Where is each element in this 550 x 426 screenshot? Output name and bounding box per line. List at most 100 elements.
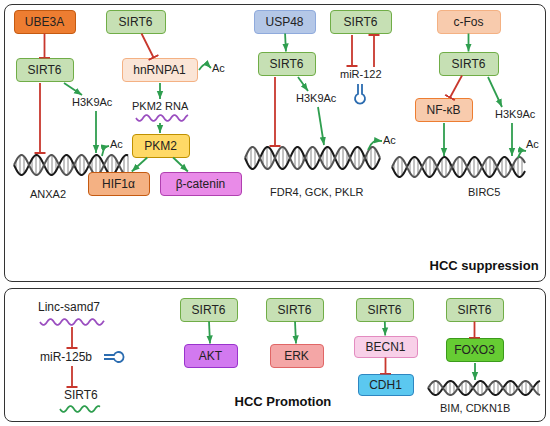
rna-strand xyxy=(136,115,188,121)
annotation-label: Ac xyxy=(110,138,123,150)
node-label: SIRT6 xyxy=(119,15,153,29)
dna-rung xyxy=(430,157,431,177)
dna-rung xyxy=(52,155,53,175)
dna-rung xyxy=(287,152,288,165)
dna-rung xyxy=(64,156,65,173)
annotation-label: PKM2 RNA xyxy=(132,100,188,112)
node-label: SIRT6 xyxy=(368,303,402,317)
dna-strand xyxy=(245,147,380,169)
inhibition-line xyxy=(71,366,73,387)
node-label: SIRT6 xyxy=(278,303,312,317)
dna-rung xyxy=(315,148,316,167)
dna-rung xyxy=(279,150,280,166)
dna-rung xyxy=(494,381,495,394)
dna-rung xyxy=(327,147,328,169)
activation-line xyxy=(511,123,513,156)
dna-rung xyxy=(323,152,324,165)
annotation-label: H3K9Ac xyxy=(495,108,535,120)
process-box: ERK xyxy=(270,344,324,368)
process-box: c-Fos xyxy=(437,10,501,34)
rna-strand xyxy=(40,319,104,325)
activation-line xyxy=(318,107,324,145)
dna-rung xyxy=(263,152,264,165)
activation-line xyxy=(518,151,526,158)
dna-rung xyxy=(474,157,475,177)
dna-rung xyxy=(454,163,455,171)
dna-rung xyxy=(518,157,519,176)
node-label: HIF1α xyxy=(102,177,135,191)
dna-rung xyxy=(311,148,312,169)
dna-rung xyxy=(108,158,109,173)
annotation-label: FDR4, GCK, PKLR xyxy=(270,186,364,198)
dna-rung xyxy=(283,147,284,169)
activation-line xyxy=(488,77,502,107)
dna-rung xyxy=(363,154,364,163)
process-box: β-catenin xyxy=(160,172,242,196)
dna-rung xyxy=(490,385,491,391)
node-label: hnRNPA1 xyxy=(133,63,185,77)
node-label: FOXO3 xyxy=(454,343,495,357)
activation-line xyxy=(102,146,109,156)
process-box: USP48 xyxy=(254,10,316,34)
dna-rung xyxy=(414,157,415,177)
dna-rung xyxy=(331,150,332,166)
dna-rung xyxy=(522,158,523,175)
dna-rung xyxy=(359,148,360,169)
node-label: ERK xyxy=(284,349,309,363)
process-box: HIF1α xyxy=(88,172,150,196)
inhibition-arrow xyxy=(450,76,462,98)
activation-line xyxy=(159,83,161,99)
dna-rung xyxy=(116,159,117,171)
dna-rung xyxy=(398,157,399,176)
activation-line xyxy=(298,77,308,91)
dna-rung xyxy=(84,156,85,173)
dna-rung xyxy=(394,163,395,171)
dna-rung xyxy=(442,158,443,175)
node-label: NF-κB xyxy=(427,103,461,117)
annotation-label: BIM, CDKN1B xyxy=(440,402,510,414)
node-label: CDH1 xyxy=(369,378,402,392)
dna-rung xyxy=(434,381,435,394)
inhibition-arrow xyxy=(385,358,387,374)
process-box: SIRT6 xyxy=(266,298,324,322)
dna-rung xyxy=(514,383,515,393)
dna-rung xyxy=(438,382,439,394)
dna-rung xyxy=(462,158,463,175)
process-box: SIRT6 xyxy=(106,10,166,34)
dna-rung xyxy=(410,161,411,173)
activation-line xyxy=(64,83,82,95)
process-box: SIRT6 xyxy=(439,52,499,76)
panel-title: HCC suppression xyxy=(430,258,539,273)
annotation-label: BIRC5 xyxy=(468,186,500,198)
dna-rung xyxy=(446,157,447,176)
activation-arrow xyxy=(294,322,297,344)
dna-strand xyxy=(428,381,540,395)
dna-rung xyxy=(68,155,69,174)
process-box: SIRT6 xyxy=(180,298,238,322)
inhibition-line xyxy=(39,83,41,153)
dna-rung xyxy=(100,158,101,173)
process-box: SIRT6 xyxy=(446,298,504,322)
dna-rung xyxy=(303,154,304,163)
process-box: SIRT6 xyxy=(16,58,74,82)
dna-rung xyxy=(434,161,435,173)
activation-arrow xyxy=(208,322,211,344)
dna-rung xyxy=(506,384,507,392)
activation-line xyxy=(474,363,476,380)
dna-rung xyxy=(271,150,272,166)
dna-rung xyxy=(48,158,49,173)
node-label: SIRT6 xyxy=(270,57,304,71)
node-label: USP48 xyxy=(265,15,303,29)
inhibition-arrow xyxy=(44,34,46,58)
dna-rung xyxy=(450,163,451,171)
dna-rung xyxy=(76,161,77,169)
dna-rung xyxy=(514,163,515,171)
inhibition-line xyxy=(373,35,375,67)
dna-rung xyxy=(343,147,344,169)
dna-rung xyxy=(56,159,57,171)
dna-rung xyxy=(482,381,483,394)
dna-rung xyxy=(36,155,37,175)
dna-rung xyxy=(20,155,21,174)
dna-rung xyxy=(470,384,471,392)
process-box: PKM2 xyxy=(132,134,190,158)
